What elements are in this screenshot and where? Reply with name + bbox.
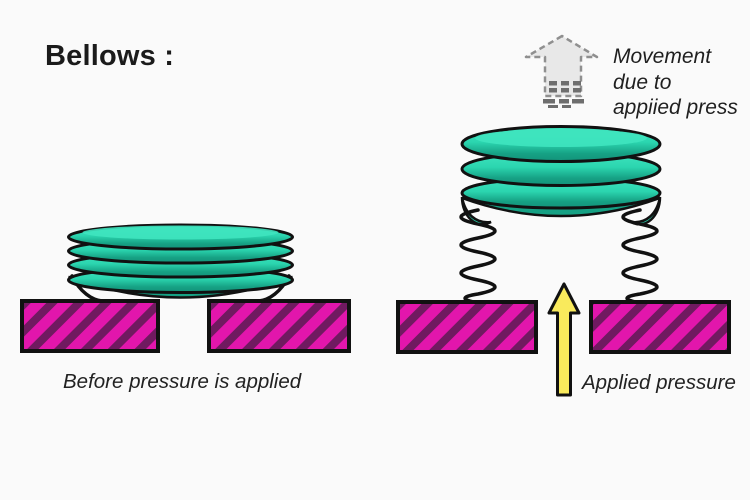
left-base-block-left: [20, 299, 160, 353]
applied-pressure-arrow-icon: [547, 282, 581, 397]
right-bellows: [460, 125, 662, 226]
movement-arrow-motion-dashes: [543, 81, 584, 108]
caption-before-pressure: Before pressure is applied: [63, 370, 302, 393]
left-diagram: [20, 223, 351, 353]
right-bellows-left-wing: [460, 196, 492, 226]
left-base-block-right: [207, 299, 351, 353]
right-base-block-left: [396, 300, 538, 354]
dashed-up-arrow-icon: [524, 34, 599, 108]
movement-arrow-body: [524, 34, 599, 98]
movement-note: Movement due to appiied press: [613, 44, 750, 121]
right-bellows-right-wing: [630, 196, 662, 226]
movement-note-line-2: due to: [613, 70, 672, 94]
right-base-block-right: [589, 300, 731, 354]
right-bellows-top-highlight: [475, 129, 647, 147]
movement-note-line-1: Movement: [613, 45, 712, 68]
page-title: Bellows :: [45, 40, 175, 72]
movement-note-line-3: appiied press: [613, 96, 738, 119]
right-spring: [621, 208, 659, 305]
left-bellows-top-highlight: [82, 225, 279, 240]
left-bellows: [67, 223, 294, 303]
caption-applied-pressure: Applied pressure: [582, 371, 736, 394]
right-diagram: [396, 125, 731, 397]
